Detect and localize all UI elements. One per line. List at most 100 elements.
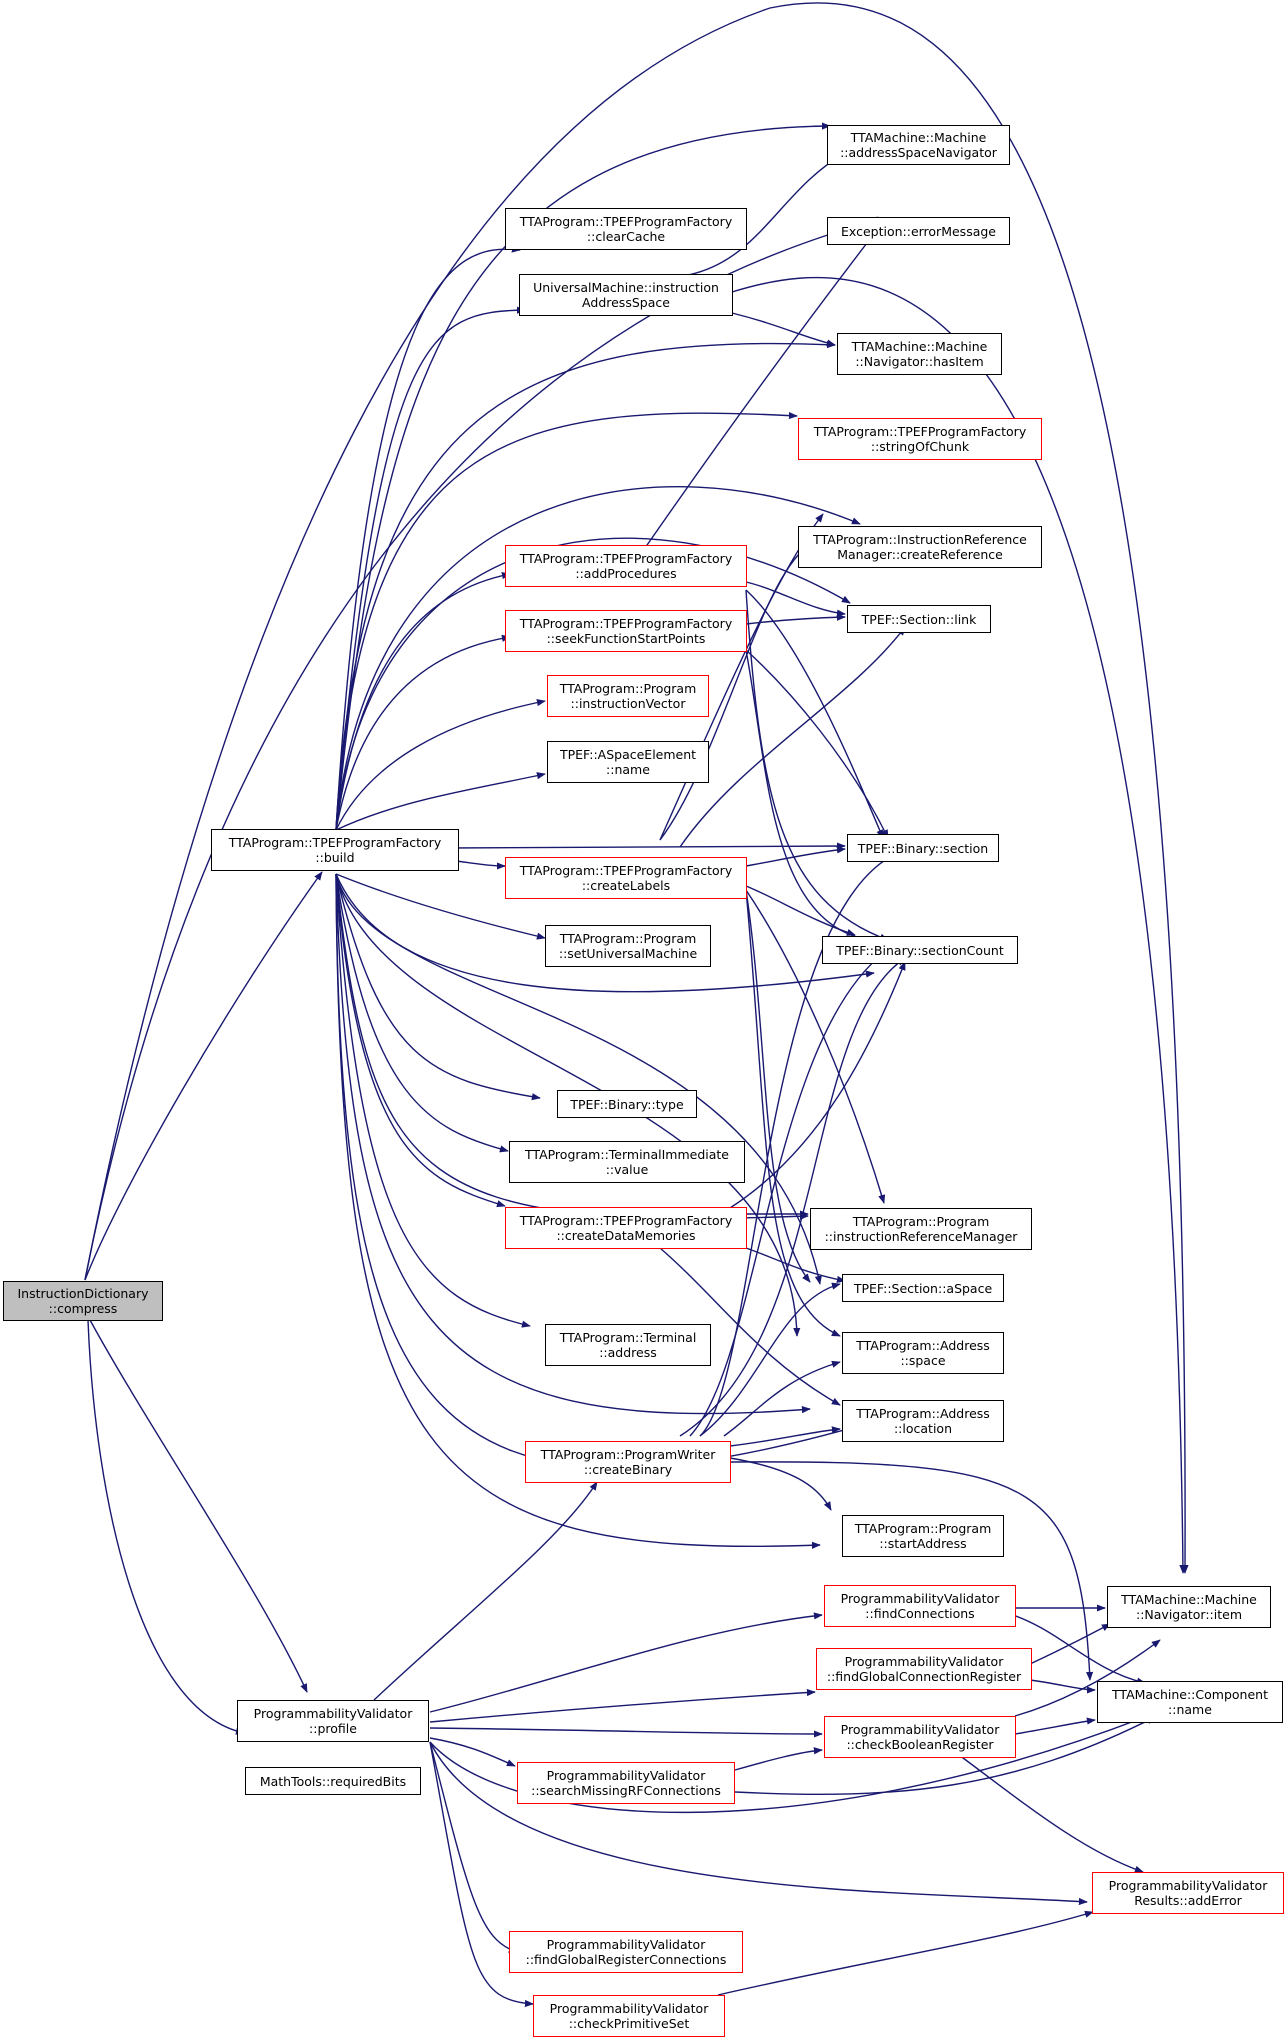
node-findConnections[interactable]: ProgrammabilityValidator::findConnection… — [824, 1585, 1016, 1627]
edge — [335, 411, 798, 831]
node-stringOfChunk[interactable]: TTAProgram::TPEFProgramFactory::stringOf… — [798, 418, 1042, 460]
edge — [734, 1747, 823, 1771]
node-requiredBits[interactable]: MathTools::requiredBits — [245, 1767, 421, 1795]
edge — [729, 1457, 832, 1511]
edge — [699, 1282, 841, 1437]
node-sectionCount-line1: TPEF::Binary::sectionCount — [836, 942, 1004, 958]
node-instructionVector[interactable]: TTAProgram::Program::instructionVector — [547, 675, 709, 717]
node-compress[interactable]: InstructionDictionary::compress — [3, 1281, 163, 1321]
node-createReference-line2: Manager::createReference — [837, 547, 1003, 562]
node-terminalImmediateValue-line2: ::value — [605, 1162, 649, 1177]
node-startAddress-line2: ::startAddress — [879, 1536, 967, 1551]
node-hasItem[interactable]: TTAMachine::Machine::Navigator::hasItem — [837, 333, 1002, 375]
node-addressLocation[interactable]: TTAProgram::Address::location — [842, 1400, 1004, 1442]
node-build-line2: ::build — [315, 850, 355, 865]
node-sectionCount[interactable]: TPEF::Binary::sectionCount — [822, 936, 1018, 964]
edge — [745, 1247, 846, 1283]
node-createDataMemories-line2: ::createDataMemories — [556, 1228, 696, 1243]
edge — [1009, 1613, 1146, 1685]
node-addressLocation-line1: TTAProgram::Address — [856, 1406, 990, 1421]
node-binaryType[interactable]: TPEF::Binary::type — [557, 1090, 697, 1118]
node-sectionLink[interactable]: TPEF::Section::link — [847, 605, 991, 633]
node-addProcedures[interactable]: TTAProgram::TPEFProgramFactory::addProce… — [505, 545, 747, 587]
node-createLabels-line2: ::createLabels — [581, 878, 671, 893]
node-build-line1: TTAProgram::TPEFProgramFactory — [228, 835, 442, 850]
node-componentName[interactable]: TTAMachine::Component::name — [1097, 1681, 1283, 1723]
edge — [687, 152, 846, 276]
node-profile[interactable]: ProgrammabilityValidator::profile — [237, 1700, 429, 1742]
node-searchMissingRFConnections[interactable]: ProgrammabilityValidator::searchMissingR… — [517, 1762, 735, 1804]
edge — [335, 873, 531, 1328]
node-checkBooleanRegister[interactable]: ProgrammabilityValidator::checkBooleanRe… — [824, 1716, 1016, 1758]
node-checkBooleanRegister-line1: ProgrammabilityValidator — [840, 1722, 1000, 1737]
node-navigatorItem[interactable]: TTAMachine::Machine::Navigator::item — [1107, 1586, 1271, 1628]
edge — [335, 873, 801, 1337]
edge — [679, 626, 906, 848]
node-findGlobalRegisterConnections[interactable]: ProgrammabilityValidator::findGlobalRegi… — [509, 1931, 743, 1973]
edge — [745, 889, 841, 1337]
node-startAddress[interactable]: TTAProgram::Program::startAddress — [842, 1515, 1004, 1557]
node-build[interactable]: TTAProgram::TPEFProgramFactory::build — [211, 829, 459, 871]
edge — [699, 849, 906, 1437]
node-instructionReferenceManager[interactable]: TTAProgram::Program::instructionReferenc… — [810, 1208, 1032, 1250]
node-addressSpaceNavigator[interactable]: TTAMachine::Machine::addressSpaceNavigat… — [827, 125, 1010, 165]
edge — [84, 2, 1189, 1574]
edge — [84, 216, 886, 1281]
node-clearCache-line1: TTAProgram::TPEFProgramFactory — [519, 214, 733, 229]
edge — [335, 873, 541, 1101]
node-checkPrimitiveSet[interactable]: ProgrammabilityValidator::checkPrimitive… — [533, 1995, 725, 2037]
node-createDataMemories[interactable]: TTAProgram::TPEFProgramFactory::createDa… — [505, 1207, 747, 1249]
edge — [745, 589, 889, 941]
node-addProcedures-line2: ::addProcedures — [575, 566, 677, 581]
node-navigatorItem-line2: ::Navigator::item — [1135, 1607, 1243, 1622]
node-setUniversalMachine[interactable]: TTAProgram::Program::setUniversalMachine — [545, 925, 711, 967]
edge — [84, 871, 323, 1281]
node-addError-line2: Results::addError — [1134, 1893, 1242, 1908]
node-navigatorItem-line1: TTAMachine::Machine — [1121, 1592, 1257, 1607]
edge — [729, 1426, 841, 1447]
node-compress-line2: ::compress — [48, 1301, 118, 1316]
node-addressSpace-line1: TTAProgram::Address — [856, 1338, 990, 1353]
edge — [429, 1716, 1146, 1814]
node-createBinary-line2: ::createBinary — [583, 1462, 673, 1477]
edge — [729, 961, 906, 1209]
node-addProcedures-line1: TTAProgram::TPEFProgramFactory — [519, 551, 733, 566]
node-searchMissingRFConnections-line2: ::searchMissingRFConnections — [531, 1783, 721, 1798]
edge — [429, 1688, 816, 1723]
node-findGlobalConnectionRegister-line2: ::findGlobalConnectionRegister — [826, 1669, 1022, 1684]
node-sectionASpace[interactable]: TPEF::Section::aSpace — [842, 1274, 1004, 1302]
node-seekFunctionStartPoints[interactable]: TTAProgram::TPEFProgramFactory::seekFunc… — [505, 610, 747, 652]
node-aspaceName[interactable]: TPEF::ASpaceElement::name — [547, 741, 709, 783]
node-addressSpaceNavigator-line2: ::addressSpaceNavigator — [840, 145, 997, 160]
node-createLabels[interactable]: TTAProgram::TPEFProgramFactory::createLa… — [505, 857, 747, 899]
node-createBinary[interactable]: TTAProgram::ProgramWriter::createBinary — [525, 1441, 731, 1483]
edge — [429, 1741, 1088, 1906]
node-binarySection[interactable]: TPEF::Binary::section — [847, 834, 999, 862]
node-errorMessage-line1: Exception::errorMessage — [841, 223, 996, 239]
node-componentName-line1: TTAMachine::Component — [1112, 1687, 1268, 1702]
node-startAddress-line1: TTAProgram::Program — [854, 1521, 992, 1536]
node-findGlobalConnectionRegister[interactable]: ProgrammabilityValidator::findGlobalConn… — [816, 1648, 1032, 1690]
node-searchMissingRFConnections-line1: ProgrammabilityValidator — [546, 1768, 706, 1783]
edge — [745, 846, 846, 867]
node-findGlobalRegisterConnections-line2: ::findGlobalRegisterConnections — [525, 1952, 727, 1967]
edge — [89, 1319, 308, 1693]
node-terminalImmediateValue[interactable]: TTAProgram::TerminalImmediate::value — [509, 1141, 745, 1183]
node-createLabels-line1: TTAProgram::TPEFProgramFactory — [519, 863, 733, 878]
node-addressSpace[interactable]: TTAProgram::Address::space — [842, 1332, 1004, 1374]
edge — [335, 245, 521, 831]
edge — [447, 842, 846, 850]
node-errorMessage[interactable]: Exception::errorMessage — [827, 217, 1010, 245]
edge — [729, 1461, 1094, 1681]
edge — [335, 306, 526, 831]
node-terminalAddress[interactable]: TTAProgram::Terminal::address — [545, 1324, 711, 1366]
edge — [335, 873, 546, 940]
node-terminalAddress-line2: ::address — [599, 1345, 657, 1360]
node-findConnections-line2: ::findConnections — [865, 1606, 975, 1621]
node-stringOfChunk-line2: ::stringOfChunk — [870, 439, 970, 454]
node-clearCache[interactable]: TTAProgram::TPEFProgramFactory::clearCac… — [505, 208, 747, 250]
